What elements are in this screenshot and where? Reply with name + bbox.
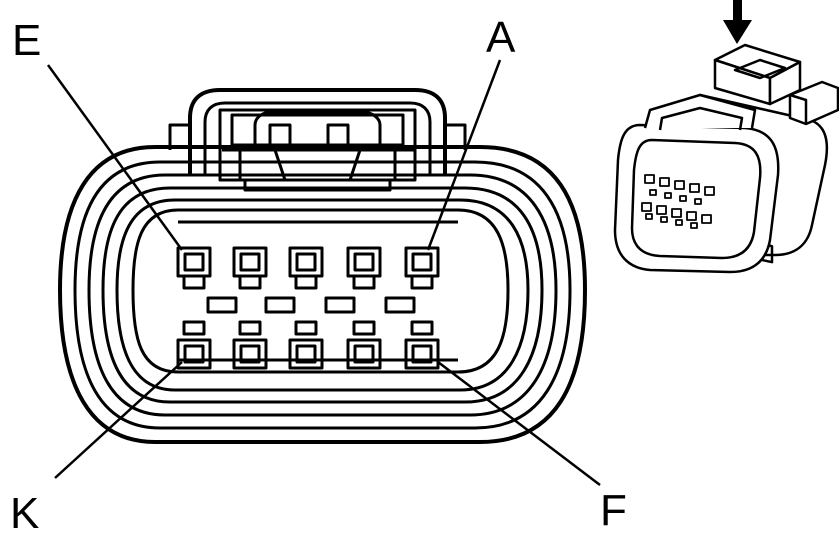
pin-label-f: F [600, 486, 627, 535]
terminal-cavity [176, 246, 212, 290]
leader-line-f [437, 361, 601, 486]
connector-thumbnail [613, 43, 839, 274]
latch-housing [168, 88, 467, 192]
pin-label-a: A [486, 13, 516, 62]
leader-line-k [54, 361, 183, 479]
terminal-cavity [404, 320, 440, 370]
terminal-cavity [232, 320, 268, 370]
terminal-cavity [404, 246, 440, 290]
terminal-cavity [288, 320, 324, 370]
terminal-cavity [288, 246, 324, 290]
terminal-cavity [346, 320, 382, 370]
top-terminal-row [176, 246, 440, 290]
leader-line-a [426, 59, 502, 251]
thumbnail-terminals [641, 174, 715, 229]
arrow-down-icon [723, 0, 752, 44]
middle-slots [206, 296, 416, 314]
terminal-cavity [232, 246, 268, 290]
connector-face-outline [58, 145, 587, 444]
terminal-cavity [346, 246, 382, 290]
bottom-terminal-row [176, 320, 440, 370]
pin-label-e: E [12, 16, 41, 65]
terminal-cavity [176, 320, 212, 370]
leader-line-e [46, 64, 184, 251]
pin-label-k: K [10, 489, 39, 535]
